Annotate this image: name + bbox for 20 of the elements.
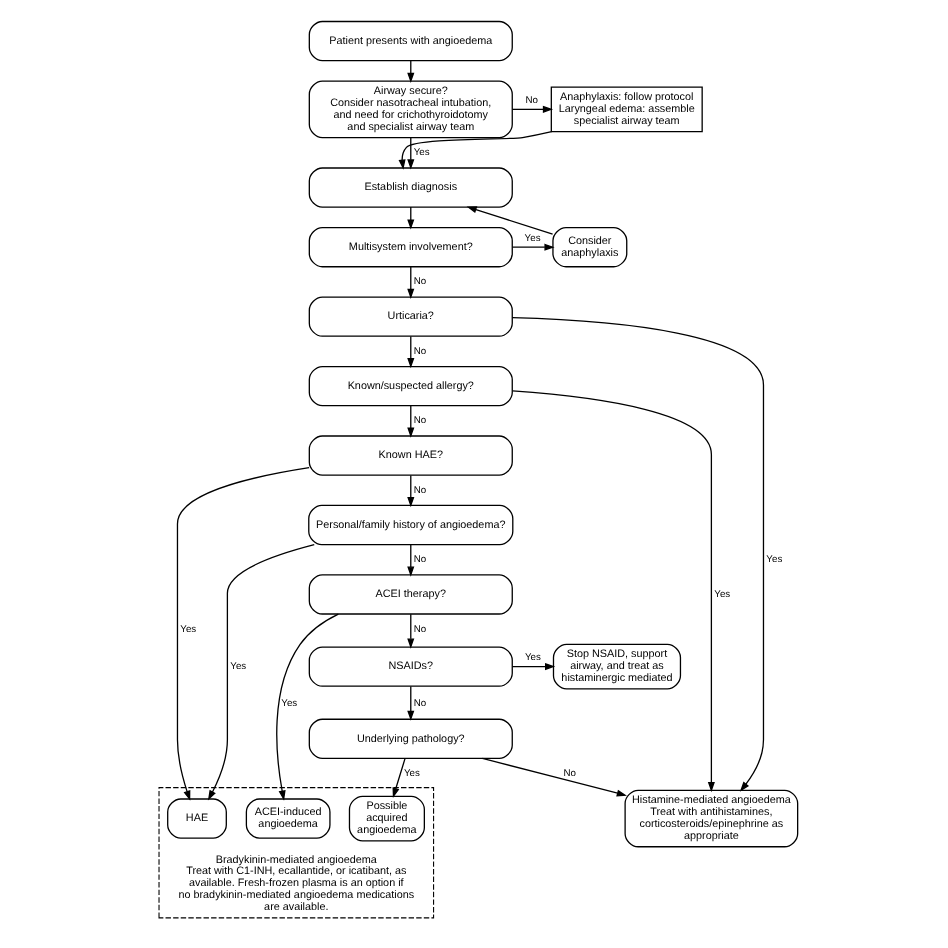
arrow (407, 474, 415, 508)
arrow (207, 544, 315, 801)
arrow (511, 243, 555, 251)
arrow (466, 206, 554, 235)
arrow (407, 544, 415, 577)
arrow (398, 131, 553, 170)
arrow (407, 335, 415, 369)
arrow (407, 266, 415, 299)
arrow (407, 685, 415, 721)
arrow (481, 757, 627, 797)
arrow (511, 390, 715, 793)
arrow (511, 663, 556, 671)
arrow (276, 613, 339, 801)
arrow (392, 758, 406, 798)
arrow (407, 613, 415, 649)
arrow (511, 105, 554, 113)
arrow (176, 466, 310, 801)
arrow (407, 137, 415, 170)
arrow (511, 317, 765, 792)
arrow (407, 405, 415, 438)
